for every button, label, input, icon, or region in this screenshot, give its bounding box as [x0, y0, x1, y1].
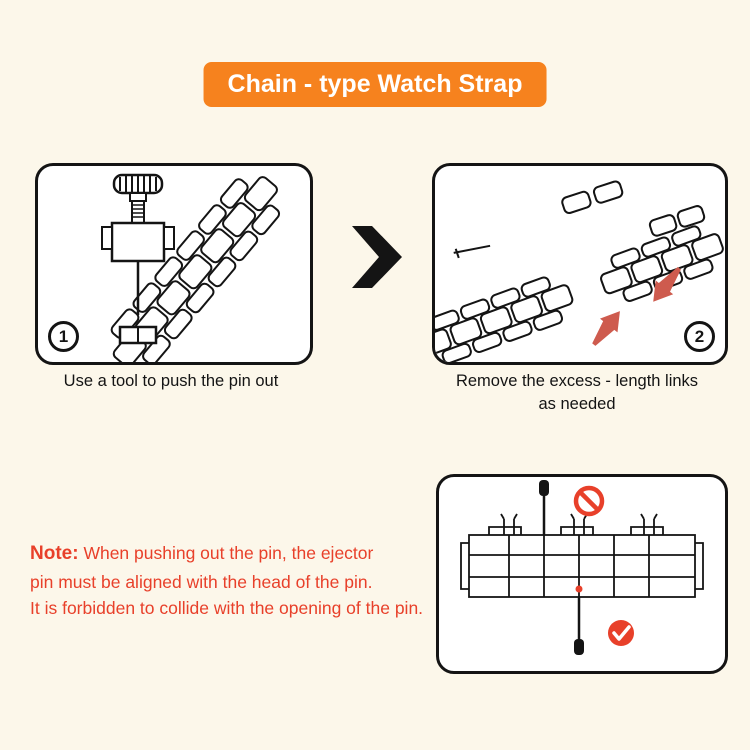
note-line1: Note: When pushing out the pin, the ejec… [30, 540, 450, 569]
check-icon [608, 620, 634, 646]
ejector-pin-top [539, 480, 549, 535]
step2-panel: 2 [432, 163, 728, 365]
note-text: Note: When pushing out the pin, the ejec… [30, 540, 450, 621]
red-arrow-down-icon [653, 267, 681, 302]
step2-caption-line2: as needed [538, 395, 616, 414]
step2-caption: Remove the excess - length links as need… [432, 370, 722, 416]
chevron-right-icon [352, 226, 402, 288]
alignment-detail-panel [436, 474, 728, 674]
note-line3: It is forbidden to collide with the open… [30, 597, 424, 618]
loose-pin [453, 244, 491, 254]
prohibition-icon [573, 485, 605, 517]
link-remover-tool [101, 173, 175, 345]
aligned-pin-bottom [574, 585, 584, 655]
step2-number: 2 [694, 326, 705, 346]
step1-number: 1 [58, 326, 69, 346]
title-banner: Chain - type Watch Strap [203, 62, 547, 107]
pin-pusher-tool-illustration [101, 173, 281, 362]
red-arrow-up-icon [592, 311, 620, 346]
step2-caption-line1: Remove the excess - length links [455, 372, 699, 390]
step1-caption: Use a tool to push the pin out [63, 372, 279, 390]
step1-panel: 1 [35, 163, 313, 365]
note-line2: pin must be aligned with the head of the… [30, 571, 373, 592]
page-title: Chain - type Watch Strap [227, 70, 523, 98]
note-line1-text: When pushing out the pin, the ejector [83, 543, 374, 563]
step2-number-badge: 2 [684, 321, 715, 352]
step1-number-badge: 1 [48, 321, 79, 352]
pin-alignment-diagram [460, 480, 704, 655]
note-label: Note: [30, 543, 79, 564]
separated-links-illustration [435, 180, 724, 362]
